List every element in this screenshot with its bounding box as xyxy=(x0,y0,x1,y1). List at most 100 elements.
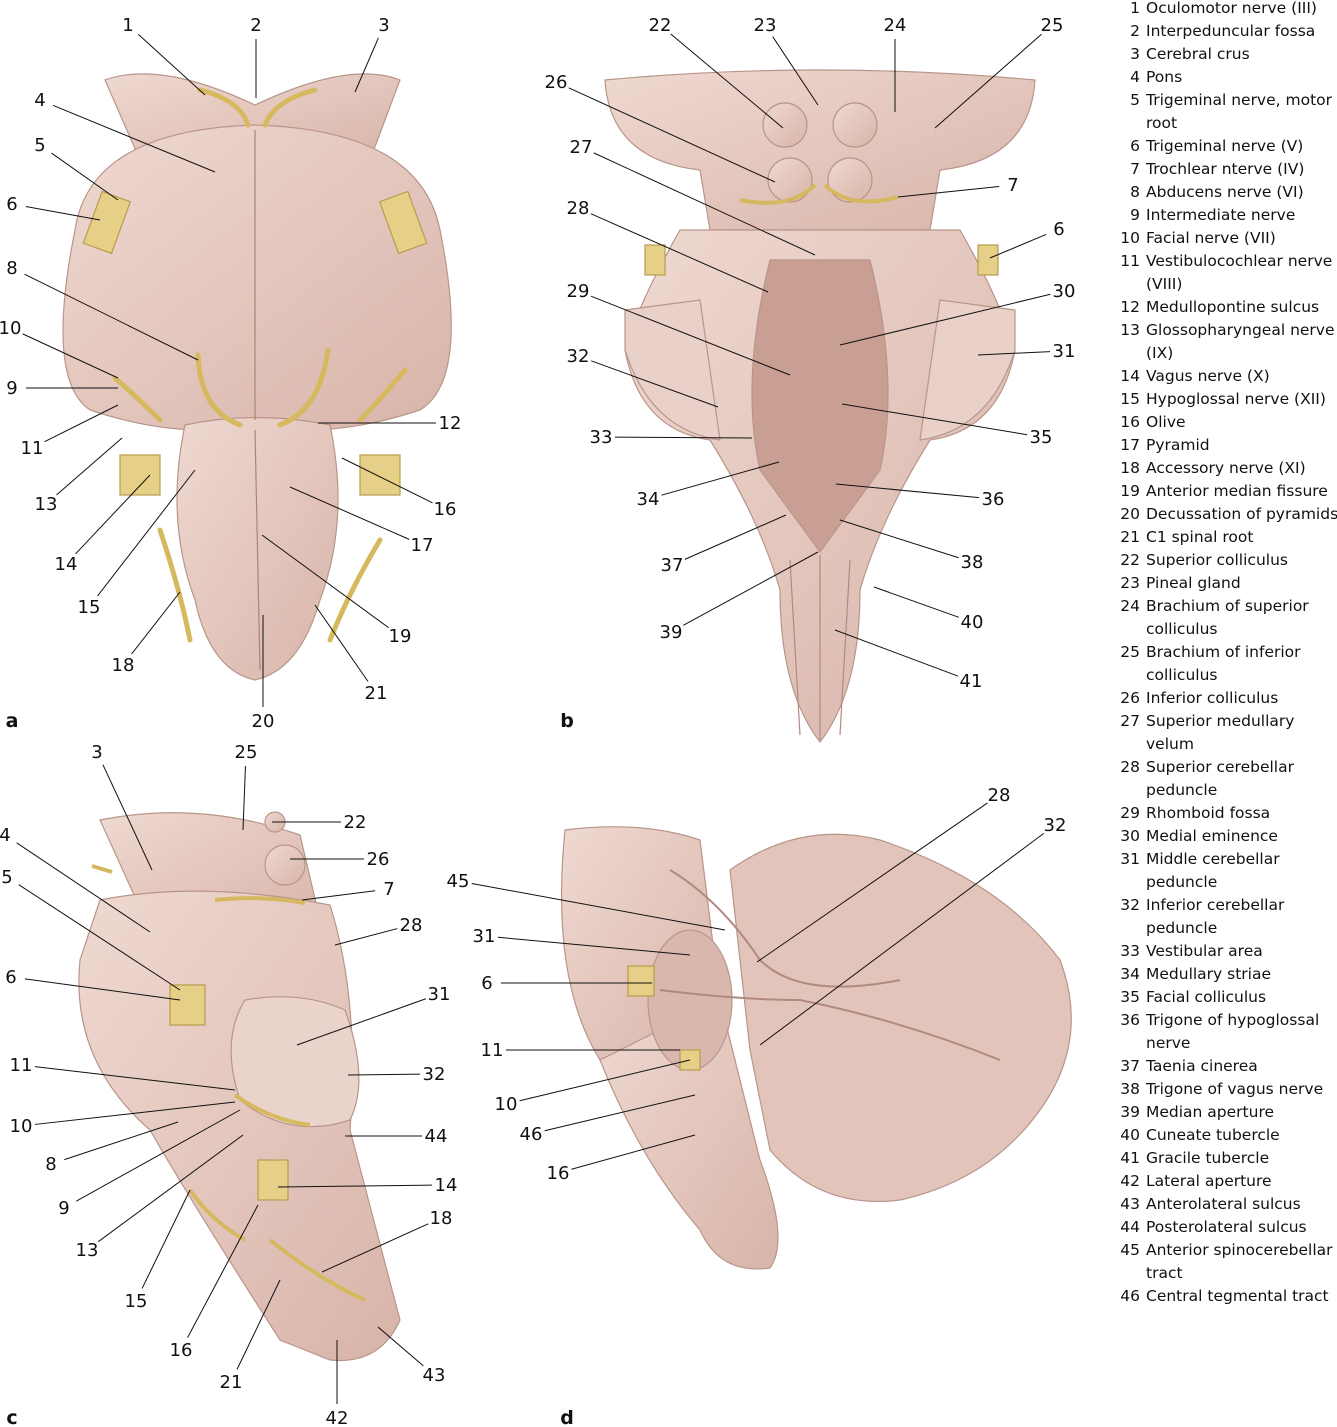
inferior-colliculus-left xyxy=(767,157,813,203)
legend-number: 38 xyxy=(1120,1080,1140,1098)
leader-line xyxy=(44,404,119,443)
leader-line xyxy=(661,461,780,496)
trigeminal-nerve-c xyxy=(169,984,206,1026)
callout-number: 14 xyxy=(55,554,78,575)
leader-line xyxy=(97,1134,244,1243)
panel-letter: c xyxy=(6,1407,17,1427)
callout-number: 45 xyxy=(447,871,470,892)
leader-line xyxy=(236,1279,281,1370)
callout-number: 31 xyxy=(1053,341,1076,362)
legend-number: 30 xyxy=(1120,827,1140,845)
leader-line xyxy=(873,586,959,618)
legend-item: 4 Pons xyxy=(1108,66,1337,89)
legend-text: Trigeminal nerve, motor root xyxy=(1146,91,1333,132)
leader-line xyxy=(242,765,246,831)
leader-line xyxy=(314,604,369,682)
callout-number: 42 xyxy=(326,1408,349,1427)
legend-number: 44 xyxy=(1120,1218,1140,1236)
legend-number: 27 xyxy=(1120,712,1140,730)
leader-line xyxy=(18,884,181,991)
callout-number: 6 xyxy=(5,967,16,988)
legend-text: Facial colliculus xyxy=(1146,988,1267,1006)
leader-line xyxy=(25,206,101,221)
leader-line xyxy=(839,519,959,559)
callout-number: 6 xyxy=(6,194,17,215)
legend-number: 7 xyxy=(1130,160,1140,178)
legend-text: Inferior cerebellar peduncle xyxy=(1146,896,1285,937)
leader-line xyxy=(334,928,398,946)
callout-number: 28 xyxy=(567,198,590,219)
legend-text: Brachium of inferior colliculus xyxy=(1146,643,1301,684)
trigeminal-nerve-b-right xyxy=(977,244,999,276)
legend-number: 10 xyxy=(1120,229,1140,247)
callout-number: 34 xyxy=(637,489,660,510)
legend-item: 5 Trigeminal nerve, motor root xyxy=(1108,89,1337,135)
vagus-nerve-right xyxy=(359,454,401,496)
legend-text: Pons xyxy=(1146,68,1183,86)
callout-number: 28 xyxy=(400,915,423,936)
callout-number: 18 xyxy=(430,1208,453,1229)
leader-line xyxy=(261,534,389,629)
legend-number: 26 xyxy=(1120,689,1140,707)
callout-number: 31 xyxy=(428,984,451,1005)
leader-line xyxy=(590,360,719,408)
leader-line xyxy=(277,1184,433,1188)
callout-number: 16 xyxy=(547,1163,570,1184)
leader-line xyxy=(34,1066,236,1091)
callout-number: 2 xyxy=(250,15,261,36)
callout-number: 25 xyxy=(235,742,258,763)
trigeminal-nerve-right xyxy=(378,190,428,255)
legend-number: 39 xyxy=(1120,1103,1140,1121)
legend-number: 37 xyxy=(1120,1057,1140,1075)
panel-b-posterior-view xyxy=(604,69,1036,743)
legend-number: 1 xyxy=(1130,0,1140,17)
callout-number: 10 xyxy=(10,1116,33,1137)
median-fissure-a xyxy=(254,130,261,671)
callout-number: 21 xyxy=(220,1372,243,1393)
callout-number: 27 xyxy=(570,137,593,158)
leader-line xyxy=(377,1326,424,1367)
callout-number: 43 xyxy=(423,1365,446,1386)
legend-number: 17 xyxy=(1120,436,1140,454)
legend-text: Pineal gland xyxy=(1146,574,1241,592)
leader-line xyxy=(75,474,151,555)
callout-number: 38 xyxy=(961,552,984,573)
legend-text: Posterolateral sulcus xyxy=(1146,1218,1307,1236)
legend-number: 18 xyxy=(1120,459,1140,477)
callout-number: 4 xyxy=(34,90,45,111)
legend-text: Rhomboid fossa xyxy=(1146,804,1271,822)
callout-number: 3 xyxy=(378,15,389,36)
legend-number: 4 xyxy=(1130,68,1140,86)
medulla-d xyxy=(599,999,779,1270)
callout-number: 15 xyxy=(125,1291,148,1312)
callout-number: 12 xyxy=(439,413,462,434)
leader-line xyxy=(759,832,1045,1046)
leader-line xyxy=(834,629,959,677)
legend-number: 29 xyxy=(1120,804,1140,822)
legend-number: 5 xyxy=(1130,91,1140,109)
callout-number: 24 xyxy=(884,15,907,36)
panel-a-anterior-view xyxy=(62,73,452,681)
rhomboid-fossa xyxy=(751,259,889,554)
legend-number: 28 xyxy=(1120,758,1140,776)
leader-line xyxy=(138,34,206,96)
leader-line xyxy=(839,293,1051,346)
